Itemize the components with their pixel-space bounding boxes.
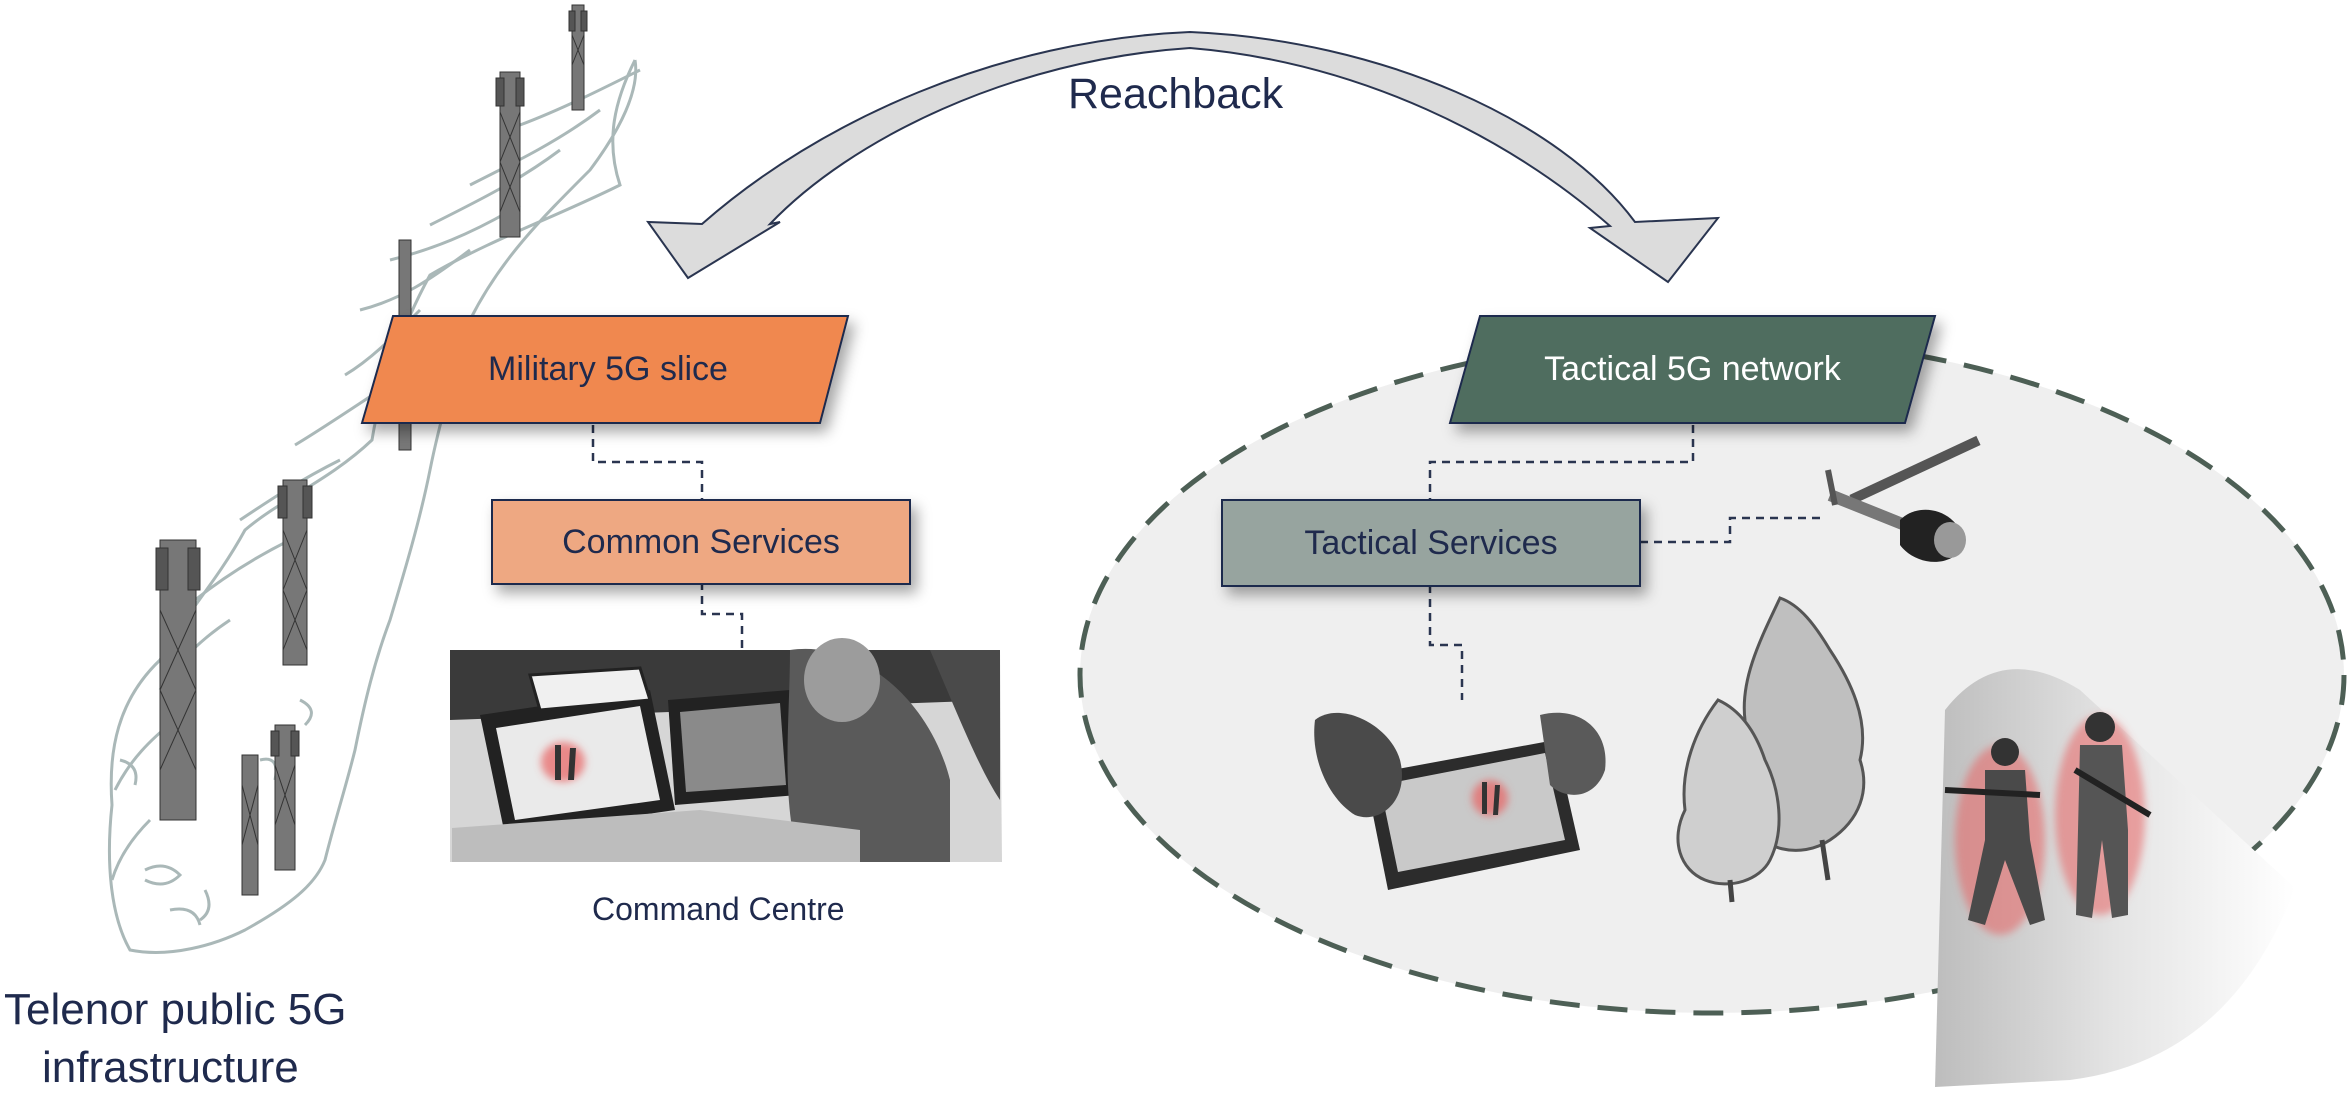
tactical-services-shape [1221, 499, 1641, 587]
common-services-shape [491, 499, 911, 585]
drone-icon [1825, 435, 1981, 562]
common-services-label: Common Services [562, 522, 840, 561]
command-centre-illustration [450, 638, 1002, 862]
public-infra-label-line2: infrastructure [42, 1043, 299, 1092]
military-5g-slice-label: Military 5G slice [488, 350, 728, 388]
connector-lines [591, 425, 1825, 700]
tactical-services-label: Tactical Services [1304, 523, 1558, 562]
tablet-icon [1314, 712, 1606, 890]
reachback-label: Reachback [1068, 70, 1284, 118]
soldiers-icon [1944, 712, 2152, 935]
reachback-arrow [646, 30, 1721, 284]
trees-icon [1676, 596, 1866, 903]
public-infra-label-line1: Telenor public 5G [4, 985, 347, 1034]
tactical-5g-network-shape [1448, 315, 1937, 424]
military-5g-slice-shape [360, 315, 850, 424]
tactical-5g-network-label: Tactical 5G network [1544, 350, 1841, 388]
command-centre-label: Command Centre [592, 891, 845, 927]
